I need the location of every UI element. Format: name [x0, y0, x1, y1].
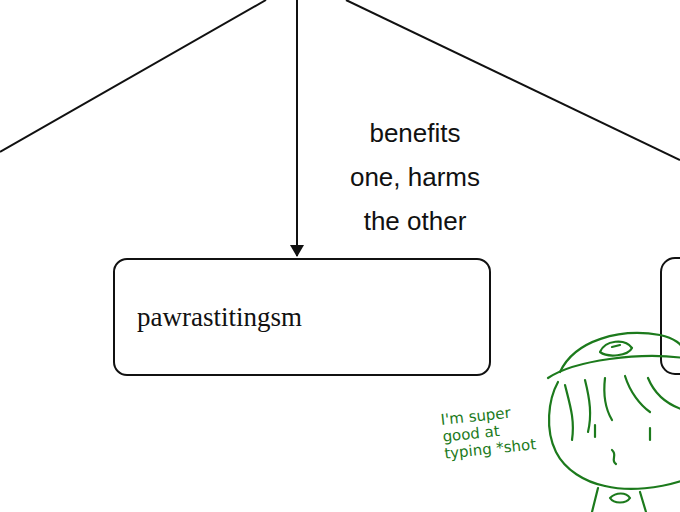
box-text: pawrastitingsm [137, 302, 302, 333]
chibi-doodle [548, 333, 680, 512]
arrow-label: benefits one, harms the other [342, 111, 488, 243]
branch-arrow [296, 0, 298, 256]
branch-line [0, 0, 266, 152]
handwritten-note: I'm super good at typing *shot [440, 402, 541, 463]
process-box: pawrastitingsm [113, 258, 491, 376]
